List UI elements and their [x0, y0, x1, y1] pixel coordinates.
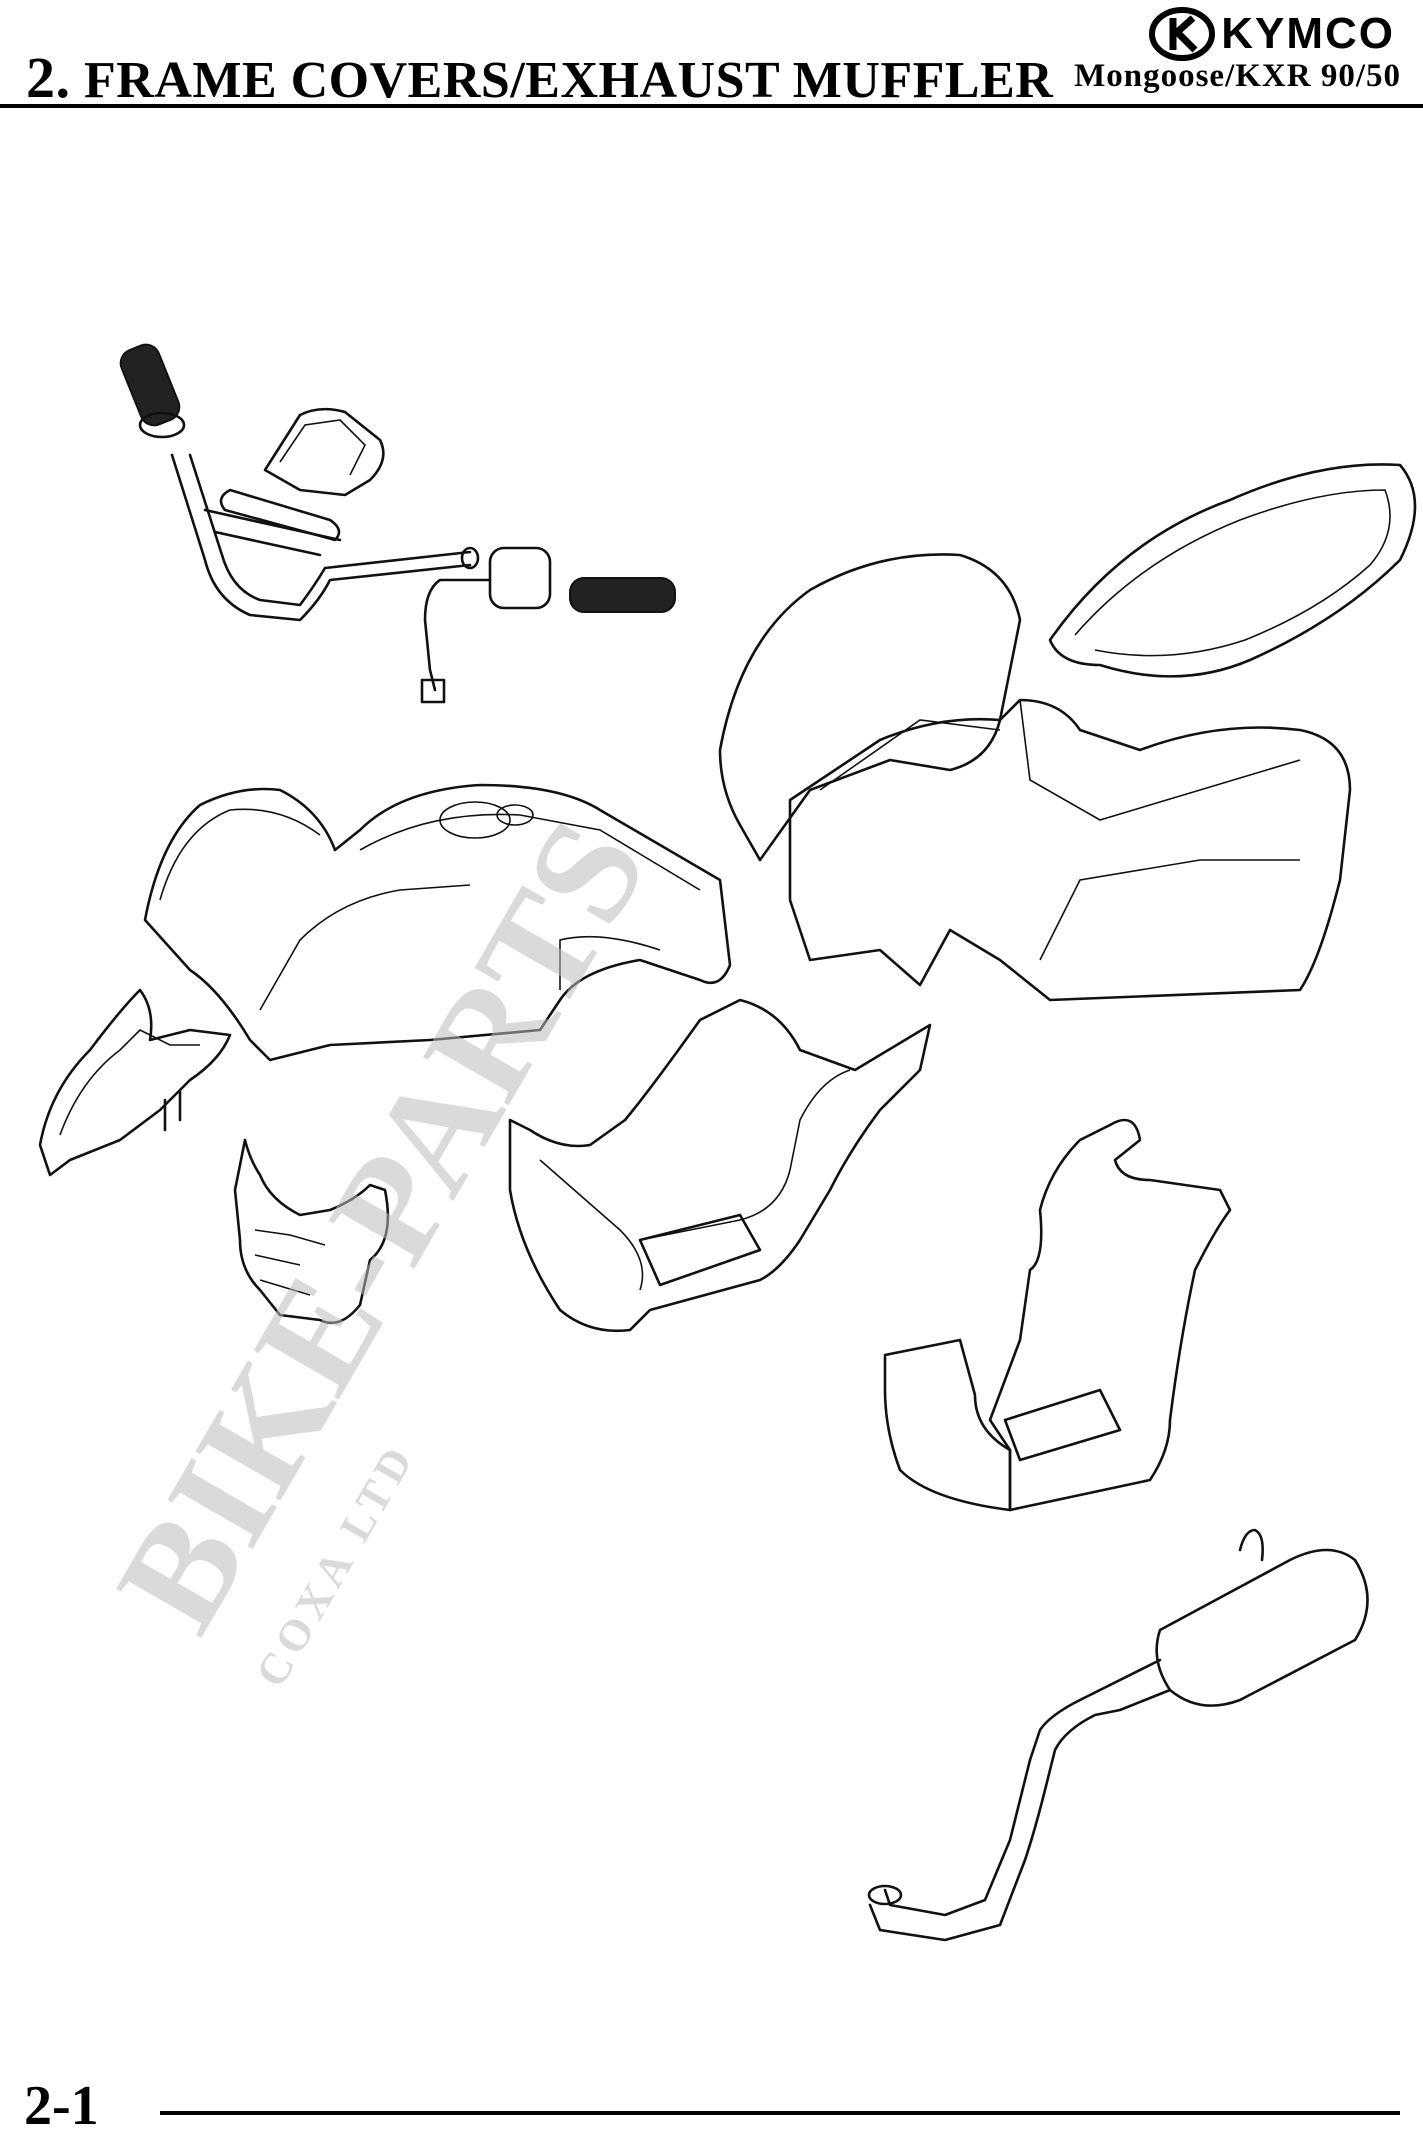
handlebar-pad — [219, 488, 341, 542]
seat — [1048, 463, 1417, 678]
left-grip — [119, 343, 186, 439]
front-lower-cover — [233, 1138, 390, 1325]
right-grip — [569, 577, 676, 613]
page-header: 2. FRAME COVERS/EXHAUST MUFFLER KYMCO Mo… — [0, 0, 1423, 112]
front-fender — [143, 783, 732, 1062]
rear-fender — [718, 553, 1352, 1002]
brand-name: KYMCO — [1221, 9, 1395, 58]
brand-logo: KYMCO — [1149, 4, 1395, 64]
kymco-logo-icon — [1149, 7, 1216, 61]
exhaust-muffler — [867, 1528, 1369, 1942]
handlebar-cover — [263, 407, 385, 497]
exploded-parts-diagram — [38, 343, 1417, 1942]
page-number: 2-1 — [24, 2075, 99, 2137]
footer-rule — [160, 2111, 1400, 2115]
right-footrest — [883, 1118, 1232, 1512]
throttle-switch — [420, 546, 552, 704]
section-number: 2. — [26, 45, 71, 110]
left-footrest — [508, 998, 932, 1333]
section-title: FRAME COVERS/EXHAUST MUFFLER — [84, 52, 1054, 109]
model-name: Mongoose/KXR 90/50 — [1074, 58, 1401, 94]
handlebar — [170, 453, 480, 622]
header-rule — [0, 104, 1423, 108]
page-title: 2. FRAME COVERS/EXHAUST MUFFLER — [26, 44, 1053, 111]
front-nose-cover — [38, 988, 232, 1177]
